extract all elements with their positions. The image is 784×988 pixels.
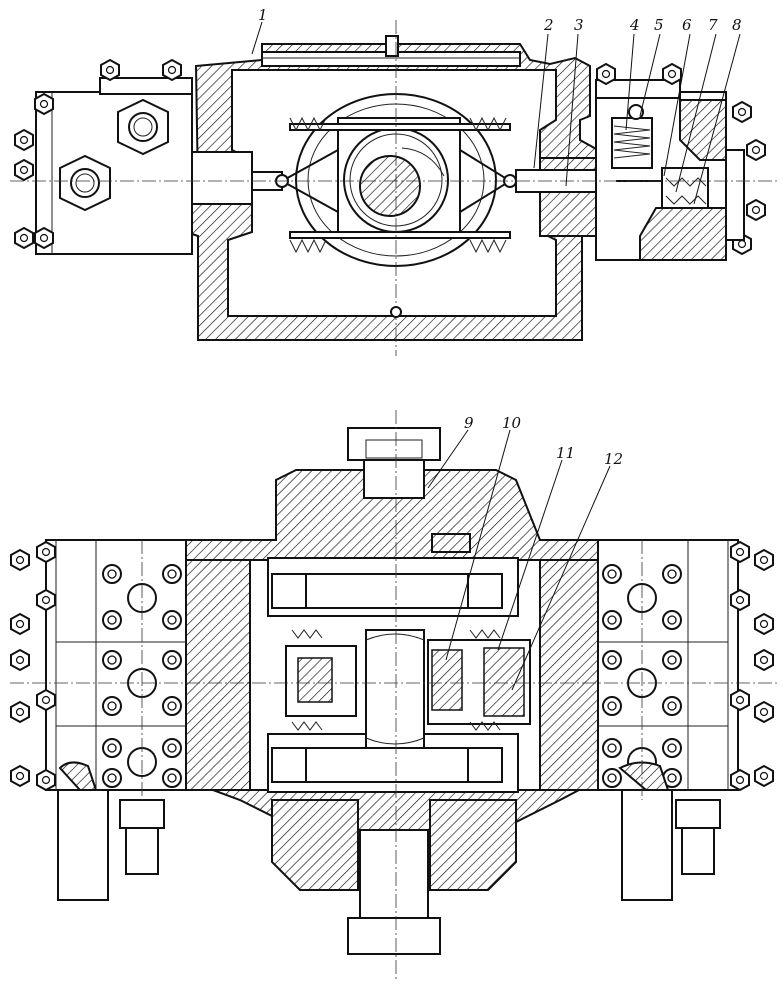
central-shaft [365,629,425,749]
eccentric-right [427,639,531,725]
callout-10: 10 [502,414,522,432]
left-hex-plug-lower [59,154,111,212]
discharge-valve [661,167,709,209]
right-end-block [539,539,774,791]
left-end-block [10,539,251,791]
left-hex-plug-upper [117,98,169,156]
callout-11: 11 [556,444,575,462]
valve-spring [613,125,651,159]
callout-3: 3 [574,16,584,34]
right-pipe [618,761,721,901]
bottom-shaft [359,829,429,919]
bottom-plan-view [10,410,778,980]
left-pipe [57,761,165,901]
callout-2: 2 [543,16,554,34]
spring-lower-right [469,721,501,731]
right-valve-block [595,63,766,261]
callout-12: 12 [604,450,623,468]
spring-set-upper [289,116,511,132]
callout-1: 1 [258,6,268,24]
callout-6: 6 [682,16,692,34]
callout-4: 4 [629,16,640,34]
bottom-boss [347,917,441,955]
shaft-section [359,155,421,217]
spring-upper-right [469,629,501,639]
valve-spring-housing [611,117,653,169]
callout-8: 8 [732,16,742,34]
top-section-view [10,20,778,356]
spring-set-lower [289,231,511,254]
upper-crosshead [267,557,519,617]
top-stud [385,35,399,57]
callouts: 1 2 3 4 5 6 7 8 9 10 11 12 [251,6,742,691]
callout-7: 7 [708,16,718,34]
top-boss [347,427,441,461]
left-plunger-guide [191,151,253,205]
callout-5: 5 [654,16,664,34]
spring-lower-left [291,721,323,731]
spring-upper-left [291,629,323,639]
callout-9: 9 [464,414,474,432]
eccentric-left [285,645,357,717]
